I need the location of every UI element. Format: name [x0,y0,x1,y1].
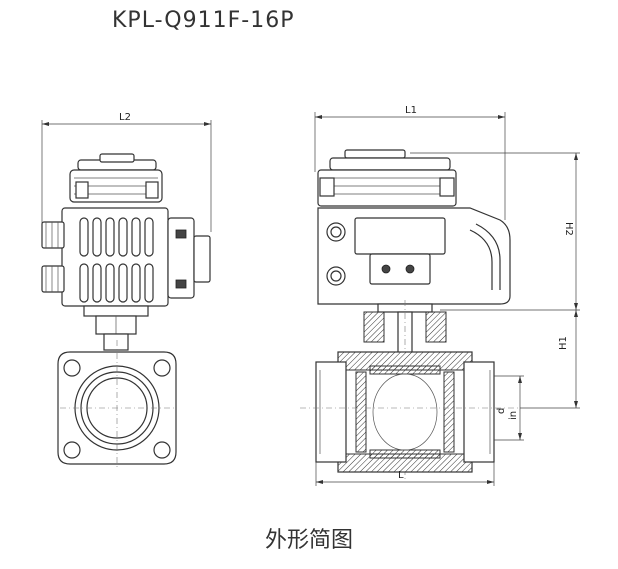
dimension-l: L [315,462,495,486]
h2-label: H2 [563,222,574,236]
valve-body [300,351,520,473]
l2-label: L2 [119,112,131,123]
dimension-l1: L1 [314,105,506,220]
drawing-title: KPL-Q911F-16P [112,8,295,33]
h1-label: H1 [558,336,569,350]
front-view: L1 H2 H1 [300,105,580,486]
in-label: in [508,411,519,420]
d-label: d [496,408,507,414]
side-view: L2 [41,112,212,470]
dimension-l2: L2 [41,112,212,232]
dimension-d: d in [494,375,524,441]
l-label: L [398,470,404,481]
drawing-caption: 外形简图 [264,528,353,553]
dimension-h: H2 H1 [410,152,580,409]
l1-label: L1 [405,105,417,116]
cooling-fins [79,217,154,303]
